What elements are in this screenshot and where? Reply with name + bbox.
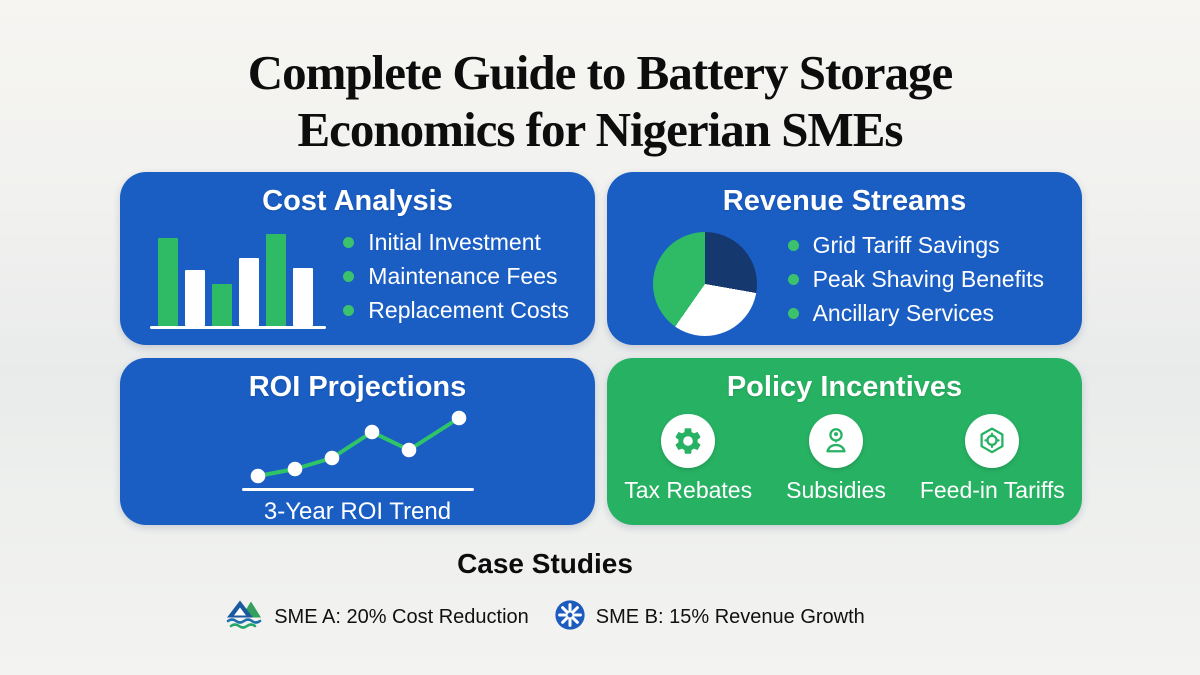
list-item: Maintenance Fees (343, 263, 569, 290)
policy-item-subsidies: Subsidies (786, 414, 886, 504)
bullet-label: Replacement Costs (368, 297, 569, 323)
case-study-sme-a: SME A: 20% Cost Reduction (225, 596, 529, 638)
bullet-label: Initial Investment (368, 229, 541, 255)
case-study-label: SME B: 15% Revenue Growth (595, 605, 865, 628)
policy-label: Feed-in Tariffs (919, 477, 1065, 503)
list-item: Initial Investment (343, 229, 569, 256)
policy-incentives-title: Policy Incentives (726, 371, 963, 403)
card-roi-projections: ROI Projections 3-Year ROI Trend (120, 358, 595, 525)
policy-label: Tax Rebates (624, 477, 753, 503)
trend-underline (241, 488, 474, 491)
page-title-line1: Complete Guide to Battery Storage (247, 45, 954, 100)
bar (212, 284, 232, 326)
bullet-label: Peak Shaving Benefits (812, 265, 1044, 292)
case-study-sme-b: SME B: 15% Revenue Growth (553, 598, 865, 637)
card-policy-incentives: Policy Incentives Tax Rebates (607, 358, 1082, 525)
policy-label: Subsidies (786, 477, 886, 503)
bar-chart-bars (150, 232, 332, 326)
bar-chart-baseline (150, 326, 326, 329)
line-chart-dot (287, 461, 302, 477)
asterisk-circle-logo (553, 598, 587, 637)
line-chart-dot (451, 410, 466, 426)
revenue-streams-title: Revenue Streams (722, 185, 967, 217)
page-title-line2: Economics for Nigerian SMEs (297, 102, 904, 158)
line-chart-dot (250, 468, 265, 484)
case-study-label: SME A: 20% Cost Reduction (274, 605, 529, 628)
case-studies-title: Case Studies (457, 548, 633, 579)
line-chart-dot (401, 442, 416, 458)
card-revenue-streams: Revenue Streams Grid Tariff Savings Peak… (607, 172, 1082, 345)
bullet-dot-icon (343, 237, 355, 248)
policy-item-feed-in-tariffs: Feed-in Tariffs (920, 414, 1065, 504)
card-cost-analysis: Cost Analysis Initial Investment Mainten… (120, 172, 595, 345)
bullet-dot-icon (343, 305, 355, 316)
list-item: Replacement Costs (343, 297, 569, 324)
bullet-label: Maintenance Fees (368, 263, 558, 289)
bar (239, 258, 259, 326)
bullet-label: Ancillary Services (812, 299, 995, 326)
cost-analysis-bullets: Initial Investment Maintenance Fees Repl… (343, 222, 569, 331)
list-item: Ancillary Services (787, 299, 1044, 327)
line-chart-dot (364, 424, 379, 440)
trend-caption: 3-Year ROI Trend (263, 497, 452, 525)
list-item: Grid Tariff Savings (787, 231, 1044, 259)
roi-projections-title: ROI Projections (248, 371, 467, 403)
bullet-dot-icon (787, 239, 799, 251)
bar-chart (150, 232, 332, 329)
policy-item-tax-rebates: Tax Rebates (624, 414, 752, 504)
bullet-dot-icon (787, 273, 799, 285)
shield-target-icon (965, 414, 1020, 468)
revenue-streams-bullets: Grid Tariff Savings Peak Shaving Benefit… (787, 225, 1044, 334)
line-chart (250, 410, 466, 484)
person-pin-icon (808, 414, 863, 468)
bar (158, 238, 178, 326)
list-item: Peak Shaving Benefits (787, 265, 1044, 293)
bar (266, 234, 286, 326)
gear-icon (661, 414, 716, 468)
bullet-label: Grid Tariff Savings (812, 231, 1000, 258)
bar (293, 268, 313, 326)
bullet-dot-icon (343, 271, 355, 282)
line-chart-dot (324, 450, 339, 466)
bar (185, 270, 205, 326)
case-studies-section: Case Studies SME A: 20% Cost Reduction (0, 548, 1090, 638)
mountain-water-logo (225, 596, 265, 638)
bullet-dot-icon (787, 307, 799, 319)
cost-analysis-title: Cost Analysis (262, 185, 453, 217)
pie-chart (653, 232, 757, 336)
